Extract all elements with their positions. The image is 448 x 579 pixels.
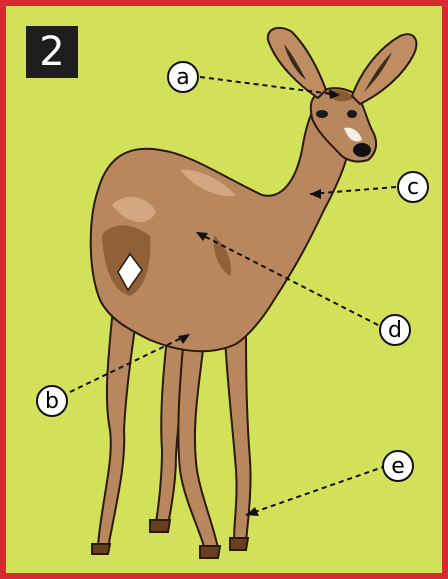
label-a: a (168, 62, 198, 92)
label-d: d (380, 315, 410, 345)
label-c: c (398, 172, 428, 202)
deer-eye (316, 110, 328, 118)
deer-body (91, 100, 352, 351)
deer-right-ear (352, 34, 416, 104)
label-d-text: d (388, 318, 402, 343)
deer-nose (353, 143, 371, 157)
deer-eye-right (347, 110, 357, 118)
deer-hooves (92, 520, 248, 558)
label-b-text: b (45, 389, 59, 414)
deer-left-ear (268, 28, 326, 98)
deer-illustration: a b c d e (6, 6, 442, 573)
label-c-text: c (407, 175, 419, 200)
label-b: b (37, 386, 67, 416)
label-e-text: e (391, 454, 405, 479)
deer-legs (98, 318, 251, 550)
label-e: e (383, 451, 413, 481)
label-a-text: a (176, 65, 189, 90)
